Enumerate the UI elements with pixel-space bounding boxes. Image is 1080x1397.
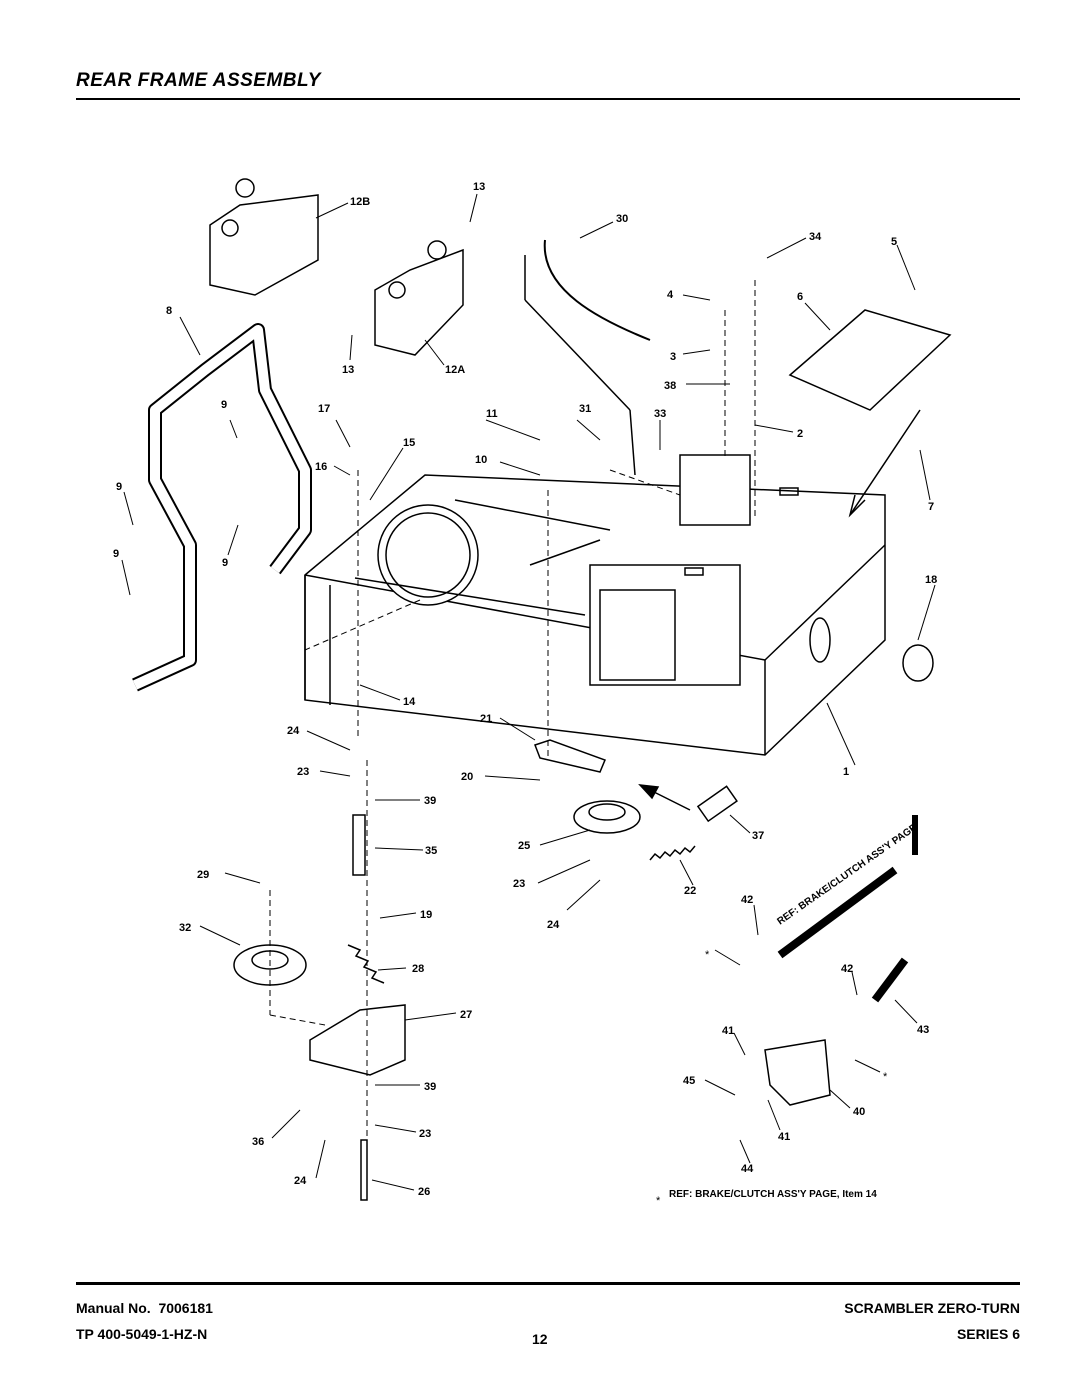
callout-14: 14 — [403, 696, 416, 708]
callout-1: 1 — [843, 766, 849, 778]
callout-12b: 12B — [350, 196, 370, 208]
ref-note: REF: BRAKE/CLUTCH ASS'Y PAGE, Item 14 — [669, 1189, 877, 1200]
callout-30: 30 — [616, 213, 628, 225]
callout-9: 9 — [116, 481, 122, 493]
callout-24: 24 — [294, 1175, 307, 1187]
callout-43: 43 — [917, 1024, 929, 1036]
callout-5: 5 — [891, 236, 897, 248]
callout-23: 23 — [297, 766, 309, 778]
title-rule — [76, 98, 1020, 100]
callout-31: 31 — [579, 403, 591, 415]
bearing-18 — [902, 644, 934, 682]
callout-2: 2 — [797, 428, 803, 440]
footer-rule — [76, 1282, 1020, 1285]
callout-6: 6 — [797, 291, 803, 303]
callout-10: 10 — [475, 454, 487, 466]
callout-25: 25 — [518, 840, 530, 852]
callout-42: 42 — [741, 894, 753, 906]
idler-bracket-27 — [309, 1004, 406, 1076]
product-name: SCRAMBLER ZERO-TURN — [844, 1300, 1020, 1316]
callout-36: 36 — [252, 1136, 264, 1148]
callout-33: 33 — [654, 408, 666, 420]
bracket-12a — [374, 240, 464, 356]
callout-17: 17 — [318, 403, 330, 415]
rear-frame-body — [304, 454, 886, 756]
callout-4: 4 — [667, 289, 674, 301]
callout-45: 45 — [683, 1075, 695, 1087]
spring-22 — [649, 845, 696, 861]
callout-39: 39 — [424, 1081, 436, 1093]
pin-35 — [352, 814, 366, 876]
callout-28: 28 — [412, 963, 424, 975]
ref-brake-clutch-rotated: REF: BRAKE/CLUTCH ASS'Y PAGE — [775, 822, 919, 927]
callout-34: 34 — [809, 231, 822, 243]
asterisk-marker: * — [705, 949, 710, 961]
page-number: 12 — [532, 1331, 548, 1347]
callout-26: 26 — [418, 1186, 430, 1198]
callout-12a: 12A — [445, 364, 465, 376]
callout-23: 23 — [419, 1128, 431, 1140]
callout-21: 21 — [480, 713, 492, 725]
callout-13: 13 — [342, 364, 354, 376]
plate-40 — [764, 1039, 831, 1106]
callout-44: 44 — [741, 1163, 754, 1175]
cover-plate — [788, 309, 952, 411]
callout-8: 8 — [166, 305, 172, 317]
callout-20: 20 — [461, 771, 473, 783]
callout-41: 41 — [722, 1025, 734, 1037]
callout-13: 13 — [473, 181, 485, 193]
callout-9: 9 — [113, 548, 119, 560]
page-title: REAR FRAME ASSEMBLY — [76, 70, 321, 91]
tp-code: TP 400-5049-1-HZ-N — [76, 1326, 208, 1342]
callout-37: 37 — [752, 830, 764, 842]
callout-18: 18 — [925, 574, 937, 586]
callout-16: 16 — [315, 461, 327, 473]
bolt-26 — [360, 1139, 368, 1201]
manual-number: Manual No. 7006181 — [76, 1300, 213, 1316]
callout-3: 3 — [670, 351, 676, 363]
brake-shaft — [777, 815, 918, 1003]
callout-19: 19 — [420, 909, 432, 921]
asterisk-marker: * — [883, 1071, 888, 1083]
bushing-37 — [696, 785, 738, 823]
callout-24: 24 — [547, 919, 560, 931]
callout-41: 41 — [778, 1131, 790, 1143]
callout-22: 22 — [684, 885, 696, 897]
callout-23: 23 — [513, 878, 525, 890]
callout-38: 38 — [664, 380, 676, 392]
handle-tube — [132, 323, 312, 692]
callout-39: 39 — [424, 795, 436, 807]
callout-24: 24 — [287, 725, 300, 737]
callout-9: 9 — [221, 399, 227, 411]
callout-40: 40 — [853, 1106, 865, 1118]
manual-number-value: 7006181 — [158, 1300, 213, 1316]
series-label: SERIES 6 — [956, 1326, 1020, 1342]
manual-label: Manual No. — [76, 1300, 151, 1316]
cable-30 — [543, 239, 651, 341]
callout-9: 9 — [222, 557, 228, 569]
callout-42: 42 — [841, 963, 853, 975]
spring-28 — [347, 944, 385, 984]
callout-15: 15 — [403, 437, 415, 449]
callout-29: 29 — [197, 869, 209, 881]
callout-27: 27 — [460, 1009, 472, 1021]
idler-arm — [534, 739, 606, 773]
callout-32: 32 — [179, 922, 191, 934]
callout-35: 35 — [425, 845, 437, 857]
asterisk-marker: * — [656, 1195, 661, 1207]
callout-11: 11 — [486, 408, 498, 420]
callout-7: 7 — [928, 501, 934, 513]
bracket-12b — [209, 178, 319, 296]
pulley-25 — [573, 800, 641, 834]
